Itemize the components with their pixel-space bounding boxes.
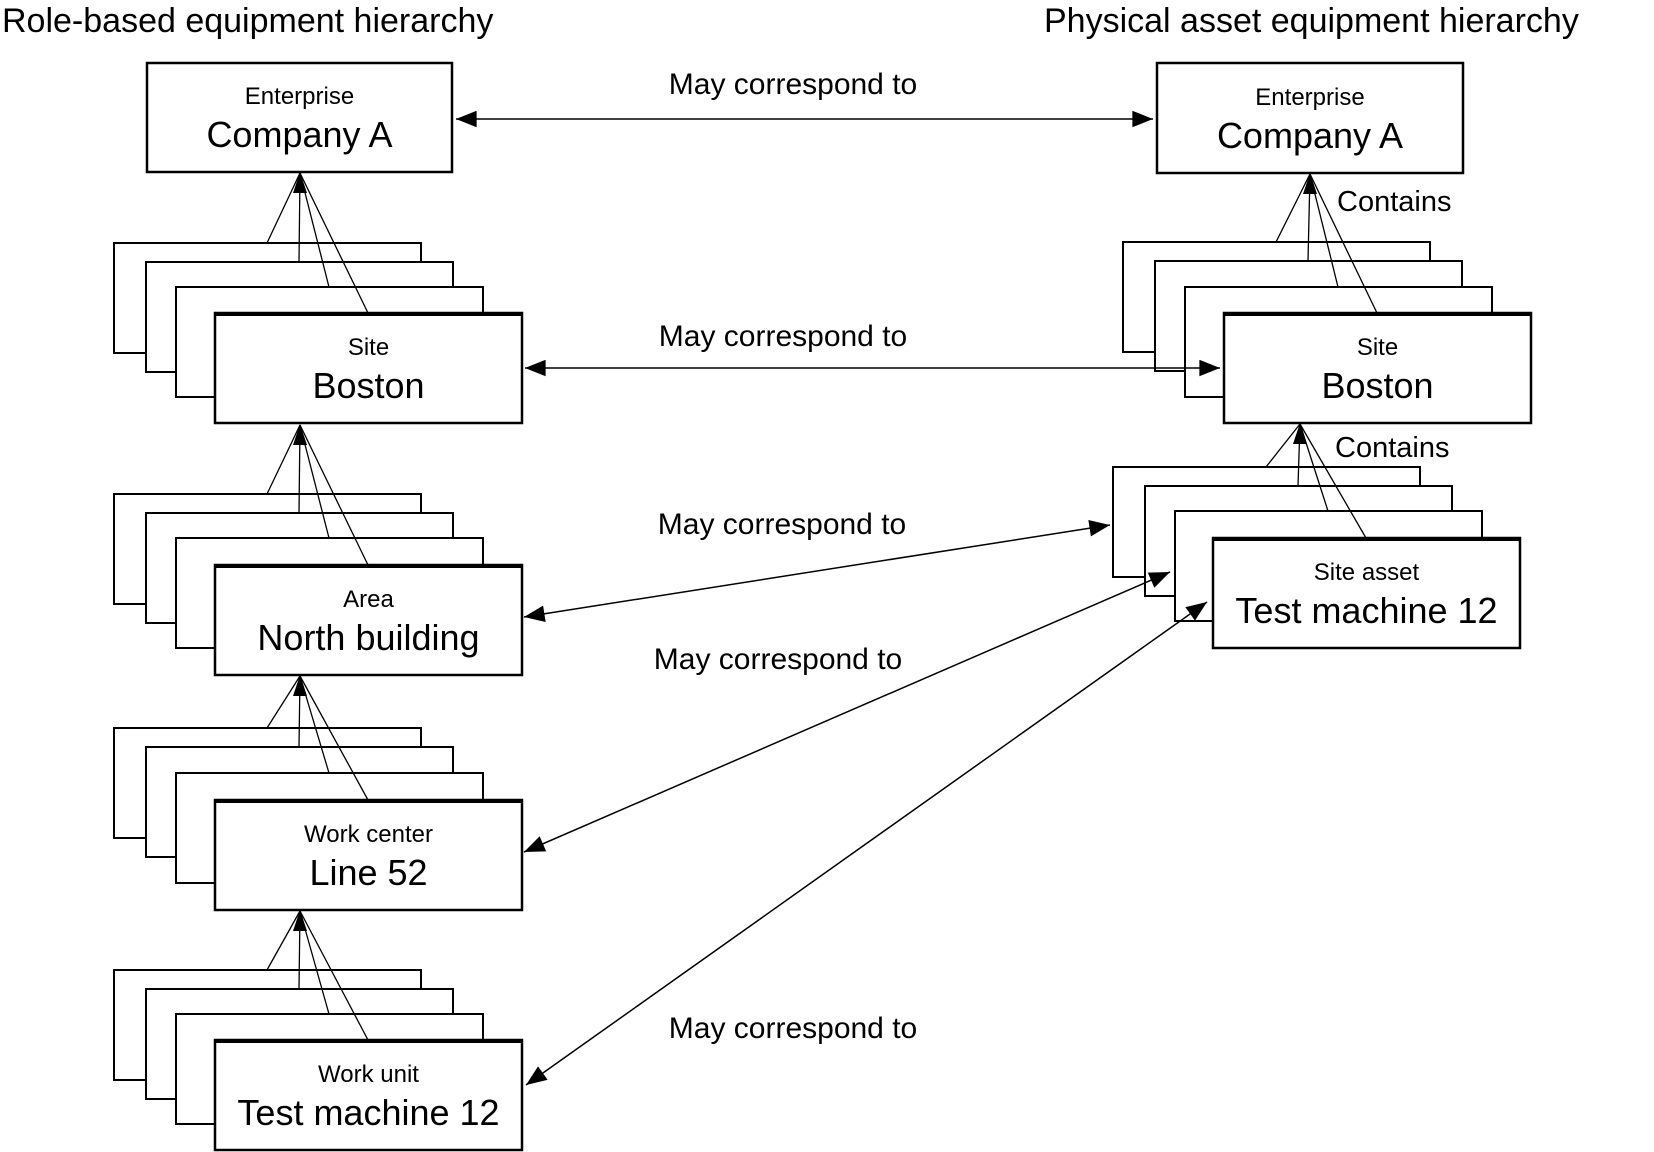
left-area-type: Area [343, 585, 394, 613]
right-enterprise-box-label: Enterprise Company A [1157, 63, 1463, 173]
left-hierarchy-title: Role-based equipment hierarchy [2, 2, 494, 40]
up-arrowhead [1303, 173, 1317, 194]
left-area-stack [113, 493, 524, 677]
left-enterprise-name: Company A [206, 114, 393, 156]
left-work-center-name: Line 52 [309, 851, 428, 893]
edge-work-center-may-correspond [523, 571, 1171, 853]
contains-label-enterprise: Contains [1337, 186, 1452, 218]
left-enterprise-box [145, 61, 454, 174]
up-arrowhead [293, 675, 307, 696]
fan-right-enterprise-to-sites [1275, 173, 1378, 314]
fan-left-work-center-to-work-units [266, 910, 369, 1041]
right-hierarchy-title: Physical asset equipment hierarchy [1044, 2, 1579, 40]
right-site-asset-box [1211, 536, 1522, 650]
left-work-center-box-label: Work center Line 52 [215, 800, 522, 910]
up-arrowhead [293, 424, 307, 445]
left-site-type: Site [347, 333, 390, 361]
right-enterprise-name: Company A [1216, 114, 1404, 156]
left-site-box-label: Site Boston [215, 313, 522, 423]
right-site-box-label: Site Boston [1224, 313, 1531, 423]
left-work-unit-box [213, 1038, 524, 1152]
right-site-box [1222, 311, 1533, 425]
edge-label-area-may-correspond: May correspond to [657, 508, 907, 541]
right-site-asset-name: Test machine 12 [1235, 589, 1498, 631]
edge-label-site-may-correspond: May correspond to [658, 320, 908, 353]
left-enterprise-type: Enterprise [244, 83, 355, 111]
right-site-asset-stack [1112, 466, 1522, 650]
fan-left-enterprise-to-sites [266, 172, 369, 314]
left-area-box [213, 563, 524, 677]
edge-label-enterprise-may-correspond: May correspond to [668, 68, 918, 101]
right-site-name: Boston [1321, 364, 1434, 406]
right-site-asset-box-label: Site asset Test machine 12 [1213, 538, 1520, 648]
left-area-box-label: Area North building [215, 565, 522, 675]
left-work-unit-name: Test machine 12 [237, 1091, 500, 1133]
left-site-box [213, 311, 524, 425]
left-enterprise-box-label: Enterprise Company A [147, 63, 452, 172]
fan-left-site-to-areas [266, 424, 369, 566]
left-work-unit-box-label: Work unit Test machine 12 [215, 1040, 522, 1150]
right-site-asset-type: Site asset [1313, 558, 1420, 586]
fan-left-area-to-work-centers [266, 675, 369, 801]
left-work-unit-stack [113, 969, 524, 1152]
right-enterprise-type: Enterprise [1255, 83, 1365, 111]
edge-work-unit-may-correspond [525, 601, 1208, 1086]
up-arrowhead [293, 172, 307, 193]
right-enterprise-box [1155, 61, 1465, 175]
right-site-type: Site [1356, 333, 1399, 361]
left-work-center-box [213, 798, 524, 912]
edge-label-work-unit-may-correspond: May correspond to [668, 1012, 918, 1045]
left-work-unit-type: Work unit [318, 1060, 419, 1088]
contains-label-site: Contains [1335, 432, 1450, 464]
up-arrowhead [1293, 423, 1307, 444]
left-work-center-stack [113, 727, 524, 912]
fan-right-site-to-site-assets [1265, 423, 1367, 539]
left-work-center-type: Work center [304, 820, 433, 848]
up-arrowhead [293, 910, 307, 931]
right-site-stack [1122, 241, 1533, 425]
left-site-stack [113, 242, 524, 425]
edge-label-work-center-may-correspond: May correspond to [653, 643, 903, 676]
left-area-name: North building [257, 616, 480, 658]
left-site-name: Boston [312, 364, 425, 406]
